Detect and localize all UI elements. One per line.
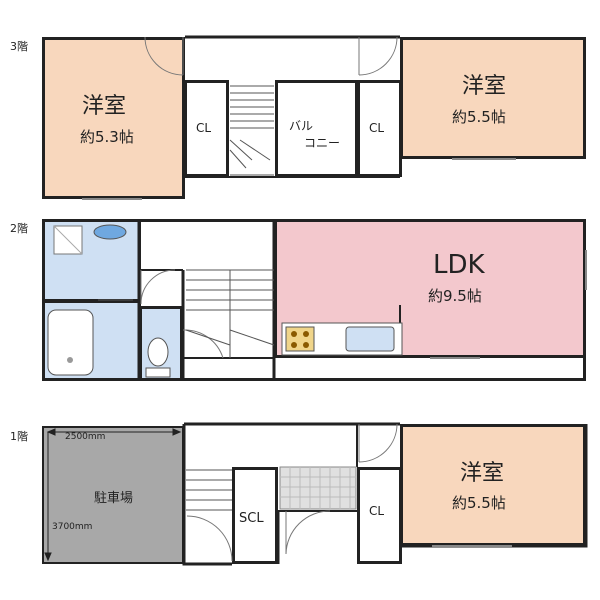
room-name-3f-right: 洋室 — [462, 74, 507, 99]
floor-label-1f: 1階 — [10, 430, 28, 443]
floor-label-3f: 3階 — [10, 40, 28, 53]
closet-label-1f: CL — [369, 504, 385, 518]
parking-name: 駐車場 — [94, 491, 134, 506]
room-name-1f: 洋室 — [460, 461, 505, 486]
entrance-tile — [279, 466, 357, 510]
closet-3f-right — [357, 80, 402, 177]
closet-label-3f-left: CL — [196, 121, 212, 135]
ldk-name: LDK — [433, 250, 485, 280]
closet-label-3f-right: CL — [369, 121, 385, 135]
storage-1f — [232, 467, 278, 564]
balcony-label-line1: バル — [289, 119, 314, 133]
room-size-3f-left: 約5.3帖 — [80, 128, 134, 146]
room-size-1f: 約5.5帖 — [452, 494, 506, 512]
parking-1f — [42, 426, 184, 564]
room-western-3f-right — [400, 37, 586, 159]
parking-depth: 3700mm — [52, 522, 93, 532]
kitchen-fixtures — [281, 322, 403, 356]
room-western-1f — [400, 424, 586, 546]
bathroom-fixtures — [47, 224, 171, 378]
ldk-size: 約9.5帖 — [428, 287, 482, 305]
room-size-3f-right: 約5.5帖 — [452, 108, 506, 126]
storage-label: SCL — [239, 511, 264, 526]
closet-1f — [357, 467, 402, 564]
parking-width: 2500mm — [65, 432, 106, 442]
balcony-label-line2: コニー — [304, 136, 341, 150]
room-western-3f-left — [42, 37, 185, 199]
balcony-3f — [275, 80, 358, 177]
closet-3f-left — [184, 80, 229, 177]
room-name-3f-left: 洋室 — [82, 94, 127, 119]
floor-label-2f: 2階 — [10, 222, 28, 235]
